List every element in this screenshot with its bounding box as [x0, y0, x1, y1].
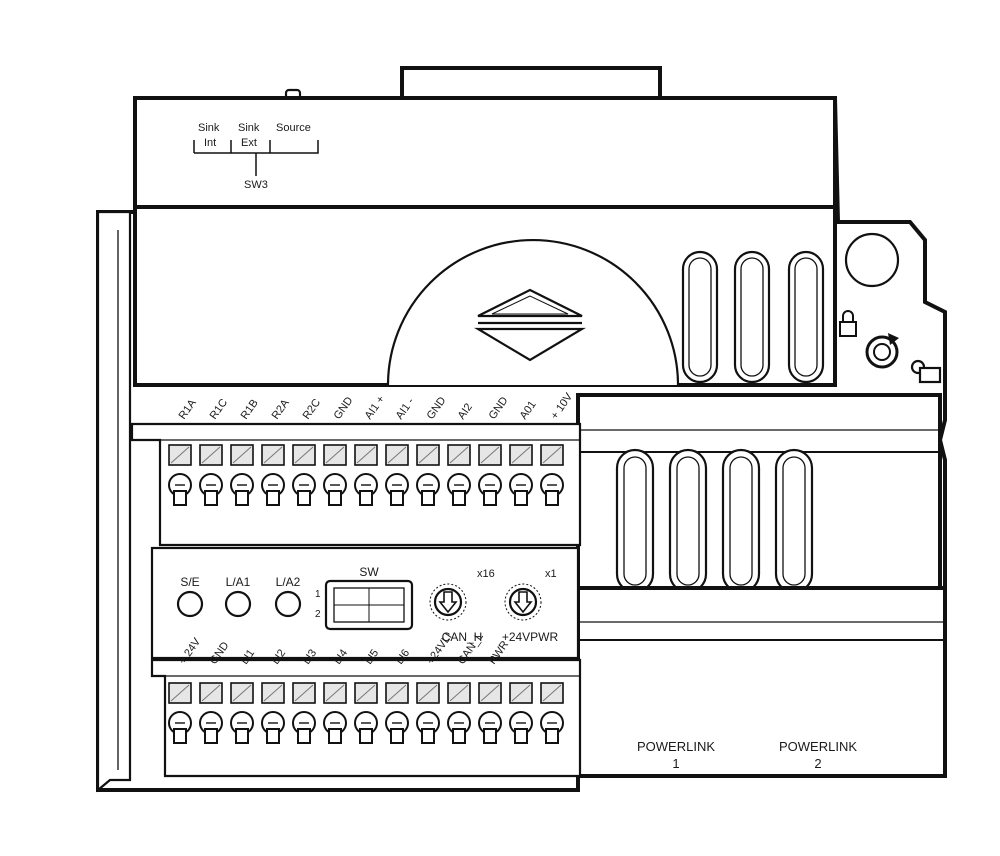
terminal-screw: [230, 444, 254, 506]
powerlink-1-number: 1: [672, 756, 679, 771]
terminal-screw: [230, 682, 254, 744]
terminal-screw: [261, 444, 285, 506]
terminal-screw: [540, 682, 564, 744]
sw3-pos2-line2: Ext: [241, 137, 257, 149]
sw3-pos1-line1: Sink: [198, 122, 220, 134]
sw3-pos1-line2: Int: [204, 137, 216, 149]
eject-arrows-icon: [474, 288, 586, 362]
terminal-screw: [509, 444, 533, 506]
led-la2: [274, 590, 302, 618]
terminal-screw: [416, 444, 440, 506]
terminal-screw: [447, 444, 471, 506]
led-la1-label: L/A1: [226, 575, 251, 589]
terminal-screw: [168, 444, 192, 506]
terminal-screw: [168, 682, 192, 744]
svg-text:CAN_H: CAN_H: [442, 630, 483, 644]
powerlink-1-name: POWERLINK: [637, 739, 715, 754]
terminal-screw: [323, 444, 347, 506]
terminal-screw: [199, 682, 223, 744]
svg-text:SW: SW: [359, 565, 379, 579]
powerlink-housing: [576, 586, 947, 778]
terminal-screw: [199, 444, 223, 506]
lock-icon: [839, 310, 857, 337]
led-la1: [224, 590, 252, 618]
sw3-pos3-line1: Source: [276, 122, 311, 134]
terminal-screw: [385, 682, 409, 744]
svg-text:x16: x16: [477, 568, 495, 580]
terminal-screw: [540, 444, 564, 506]
latch-button: [918, 366, 942, 384]
terminal-screw: [292, 682, 316, 744]
led-se-label: S/E: [180, 575, 199, 589]
terminal-screw: [509, 682, 533, 744]
terminal-screw: [385, 444, 409, 506]
svg-text:x1: x1: [545, 568, 557, 580]
led-indicators: S/E L/A1 L/A2: [176, 575, 302, 618]
led-se: [176, 590, 204, 618]
rotary-switch-x16: x16 CAN_H: [429, 568, 495, 644]
terminal-screw: [478, 444, 502, 506]
left-rail: [96, 210, 132, 793]
powerlink-2-number: 2: [814, 756, 821, 771]
terminal-screw: [478, 682, 502, 744]
sw3-switch: Sink Int Sink Ext Source SW3: [193, 122, 319, 191]
svg-text:2: 2: [315, 609, 321, 620]
sw-dip-switch: SW 1 2: [315, 565, 414, 631]
led-la2-label: L/A2: [276, 575, 301, 589]
sw3-label: SW3: [244, 179, 268, 191]
terminal-screw: [416, 682, 440, 744]
terminal-screw: [292, 444, 316, 506]
powerlink-2-name: POWERLINK: [779, 739, 857, 754]
terminal-screw: [447, 682, 471, 744]
svg-text:+24VPWR: +24VPWR: [502, 630, 559, 644]
upper-vents: [681, 250, 825, 384]
terminal-screw: [354, 682, 378, 744]
terminal-screw: [261, 682, 285, 744]
mount-hole: [844, 232, 900, 288]
terminal-screw: [323, 682, 347, 744]
sw3-pos2-line1: Sink: [238, 122, 260, 134]
top-terminal-screws: [168, 444, 564, 506]
rotate-icon: [865, 333, 899, 369]
svg-text:1: 1: [315, 589, 321, 600]
bottom-terminal-screws: [168, 682, 564, 744]
rotary-switch-x1: x1 +24VPWR: [502, 568, 559, 644]
lower-vents: [615, 448, 814, 594]
terminal-screw: [354, 444, 378, 506]
top-cover: [133, 96, 837, 214]
